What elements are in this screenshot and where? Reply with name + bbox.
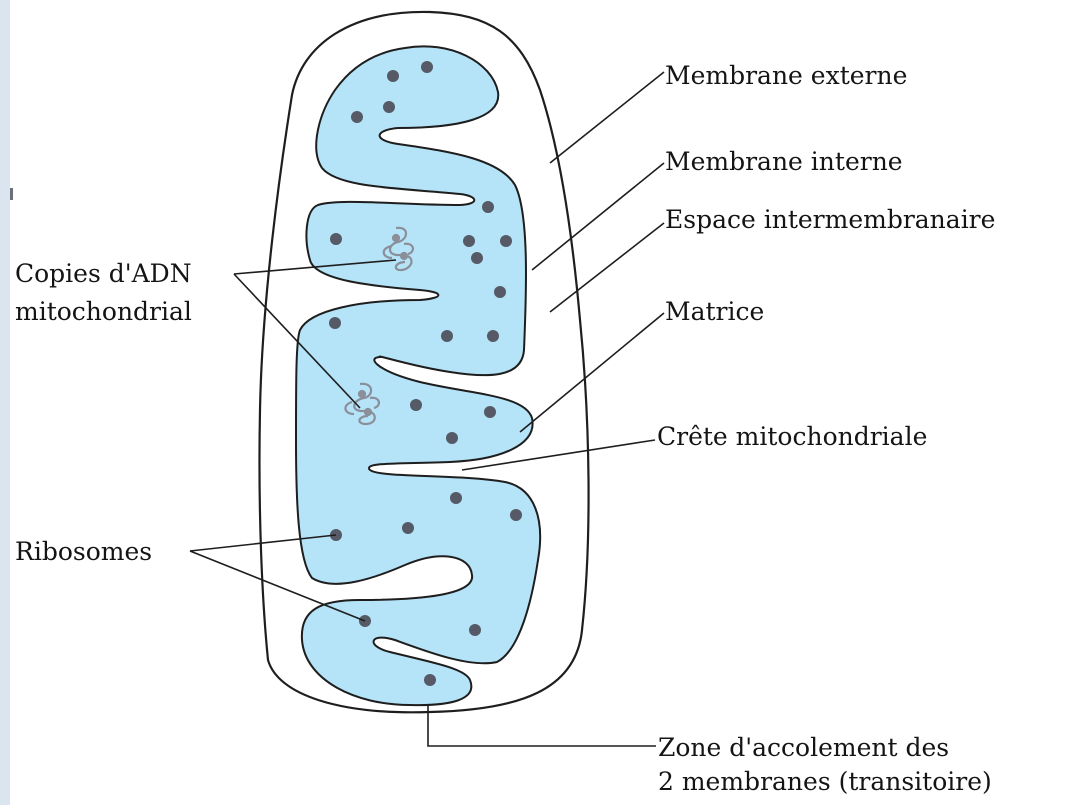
leader-outer-membrane — [550, 72, 664, 163]
ribosome — [487, 330, 499, 342]
label-ribosomes: Ribosomes — [15, 537, 152, 566]
label-contact-zone-line1: Zone d'accolement des — [658, 733, 949, 762]
ribosome — [484, 406, 496, 418]
label-matrix: Matrice — [665, 297, 764, 326]
ribosome — [329, 317, 341, 329]
label-mtdna-line2: mitochondrial — [15, 297, 192, 326]
label-mtdna-line1: Copies d'ADN — [15, 259, 192, 288]
label-outer-membrane: Membrane externe — [665, 61, 907, 90]
label-crista: Crête mitochondriale — [657, 422, 927, 451]
ribosome — [463, 235, 475, 247]
ribosome — [510, 509, 522, 521]
ribosome — [402, 522, 414, 534]
label-inner-membrane: Membrane interne — [665, 147, 903, 176]
ribosome — [469, 624, 481, 636]
ribosome — [383, 101, 395, 113]
ribosome — [330, 233, 342, 245]
ribosome — [351, 111, 363, 123]
ribosome — [410, 399, 422, 411]
label-contact-zone-line2: 2 membranes (transitoire) — [658, 767, 992, 796]
ribosome — [441, 330, 453, 342]
ribosome — [494, 286, 506, 298]
ribosome — [424, 674, 436, 686]
ribosome — [450, 492, 462, 504]
ribosome — [471, 252, 483, 264]
leader-contact-zone — [428, 706, 656, 746]
ribosome — [482, 201, 494, 213]
label-intermembrane-space: Espace intermembranaire — [665, 205, 995, 234]
ribosome — [500, 235, 512, 247]
ribosome — [421, 61, 433, 73]
ribosome — [387, 70, 399, 82]
ribosome — [446, 432, 458, 444]
